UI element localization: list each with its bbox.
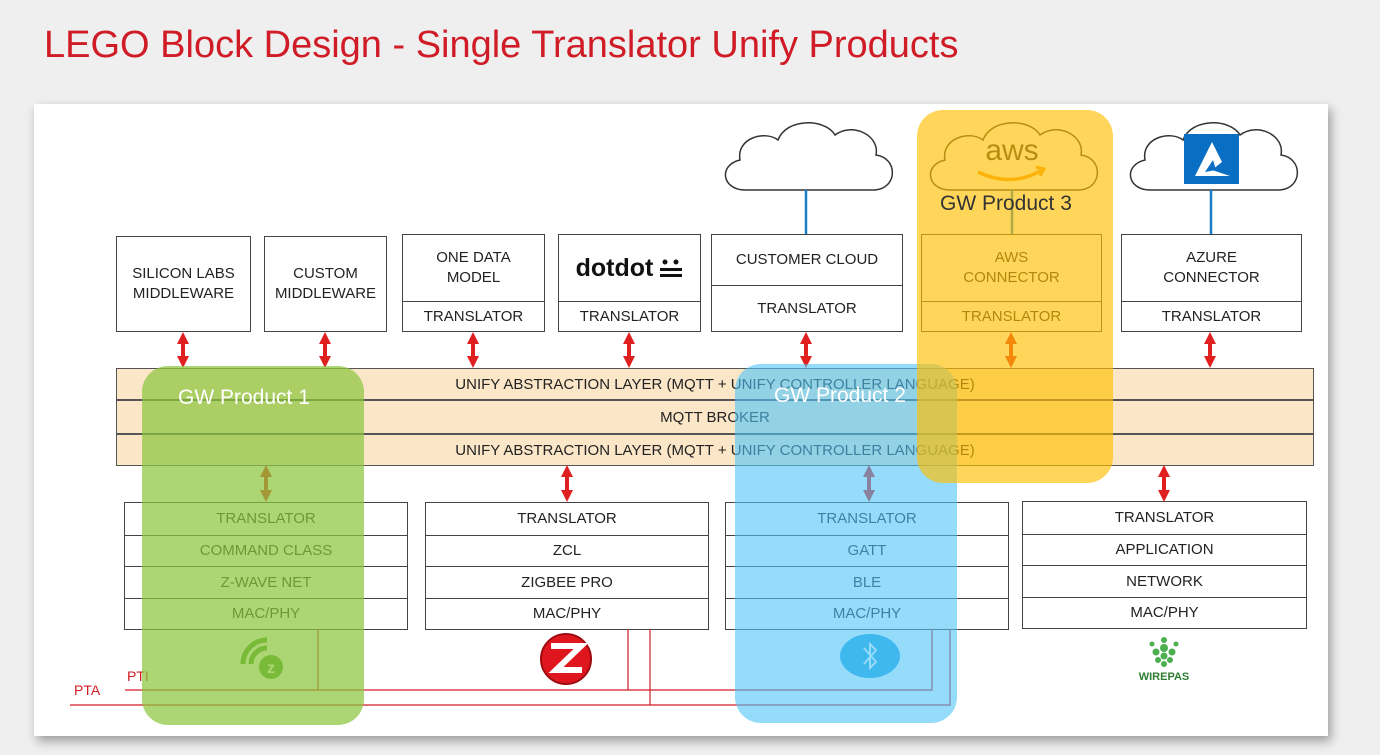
dotdot-logo-text: dotdot <box>575 254 654 282</box>
wirepas-logo-icon <box>1149 637 1179 667</box>
azure-connector-translator: TRANSLATOR <box>1122 301 1301 331</box>
customer-cloud-translator: TRANSLATOR <box>712 285 902 331</box>
custom-middleware-box: CUSTOM MIDDLEWARE <box>264 236 387 332</box>
wirepas-stack: TRANSLATOR APPLICATION NETWORK MAC/PHY <box>1022 501 1307 629</box>
pta-pti-lines <box>70 629 951 706</box>
customer-cloud-icon <box>724 122 893 236</box>
zigbee-translator: TRANSLATOR <box>517 510 617 528</box>
wirepas-label: WIREPAS <box>1138 671 1190 683</box>
one-data-model-label: ONE DATA MODEL <box>436 249 511 286</box>
zigbee-mac-phy: MAC/PHY <box>426 597 708 630</box>
wirepas-mac-phy: MAC/PHY <box>1023 596 1306 629</box>
custom-middleware-label: CUSTOM MIDDLEWARE <box>274 265 377 302</box>
bluetooth-logo-icon <box>840 634 900 678</box>
dotdot-translator: TRANSLATOR <box>559 301 700 331</box>
customer-cloud-box: CUSTOMER CLOUD TRANSLATOR <box>711 234 903 332</box>
page-title: LEGO Block Design - Single Translator Un… <box>44 24 959 66</box>
gw-product-1-label: GW Product 1 <box>178 386 310 409</box>
wirepas-network: NETWORK <box>1023 565 1306 597</box>
svg-text:z: z <box>267 660 275 677</box>
pta-label: PTA <box>74 682 101 698</box>
zigbee-stack: TRANSLATOR ZCL ZIGBEE PRO MAC/PHY <box>425 502 709 630</box>
azure-connector-box: AZURE CONNECTOR TRANSLATOR <box>1121 234 1302 332</box>
gw-product-2-label: GW Product 2 <box>774 384 906 407</box>
one-data-model-translator: TRANSLATOR <box>403 301 544 331</box>
zigbee-logo-icon <box>540 633 592 685</box>
azure-cloud-icon <box>1129 122 1298 236</box>
zigbee-pro: ZIGBEE PRO <box>426 566 708 598</box>
gw-product-3-label: GW Product 3 <box>940 192 1072 215</box>
dotdot-logo: dotdot <box>559 235 700 301</box>
wirepas-translator: TRANSLATOR <box>1114 509 1215 527</box>
one-data-model-box: ONE DATA MODEL TRANSLATOR <box>402 234 545 332</box>
azure-connector-label: AZURE CONNECTOR <box>1163 249 1260 286</box>
pti-label: PTI <box>127 668 149 684</box>
zigbee-zcl: ZCL <box>426 534 708 567</box>
silicon-labs-middleware-box: SILICON LABS MIDDLEWARE <box>116 236 251 332</box>
silicon-labs-middleware-label: SILICON LABS MIDDLEWARE <box>132 265 235 302</box>
zwave-logo-icon: z <box>240 637 283 679</box>
wirepas-application: APPLICATION <box>1023 533 1306 566</box>
customer-cloud-label: CUSTOMER CLOUD <box>735 251 879 268</box>
dotdot-box: dotdot TRANSLATOR <box>558 234 701 332</box>
dotdot-mark-icon <box>660 259 683 277</box>
